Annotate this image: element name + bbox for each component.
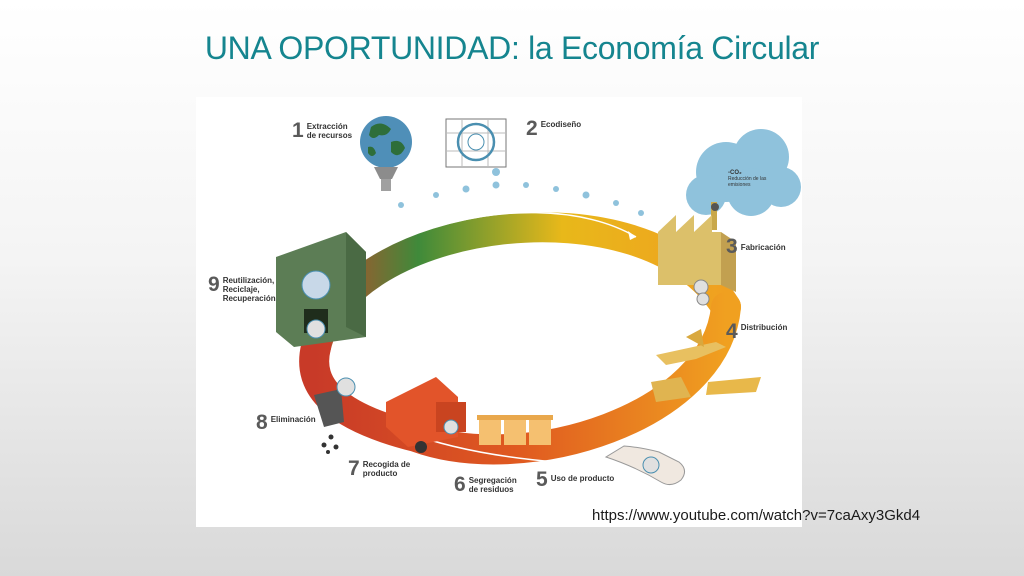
diagram-artwork <box>276 116 801 486</box>
step-number: 5 <box>536 468 548 491</box>
step-3-fabricacion: 3 Fabricación <box>726 235 786 258</box>
step-label: Eliminación <box>270 415 316 424</box>
step-label: Segregación de residuos <box>468 476 517 494</box>
step-9-reutilizacion: 9 Reutilización, Reciclaje, Recuperación <box>208 273 285 303</box>
distribution-vehicles-icon <box>651 329 761 402</box>
step-label: Distribución <box>740 323 788 332</box>
globe-icon <box>360 116 412 191</box>
circular-economy-diagram: 1 Extracción de recursos 2 Ecodiseño 3 F… <box>196 97 802 527</box>
step-number: 2 <box>526 117 538 140</box>
hand-icon <box>604 445 685 486</box>
step-4-distribucion: 4 Distribución <box>726 320 788 343</box>
step-number: 1 <box>292 119 304 142</box>
step-label: Uso de producto <box>550 474 615 483</box>
step-number: 8 <box>256 411 268 434</box>
step-number: 3 <box>726 235 738 258</box>
collection-truck-icon <box>386 377 466 453</box>
co2-title: -CO₂ <box>728 170 742 176</box>
youtube-link[interactable]: https://www.youtube.com/watch?v=7caAxy3G… <box>592 507 921 524</box>
step-8-eliminacion: 8 Eliminación <box>256 411 316 434</box>
ecodesign-sketch-icon <box>445 118 507 168</box>
step-number: 4 <box>726 320 738 343</box>
step-label: Ecodiseño <box>540 120 582 129</box>
step-2-ecodiseno: 2 Ecodiseño <box>526 117 582 140</box>
step-number: 9 <box>208 273 220 296</box>
recycling-building-icon <box>276 232 366 347</box>
step-number: 7 <box>348 457 360 480</box>
segregation-bins-icon <box>477 415 553 445</box>
co2-cloud-text: -CO₂ Reducción de las emisiones <box>728 170 788 188</box>
step-number: 6 <box>454 473 466 496</box>
step-label: Extracción de recursos <box>306 122 353 140</box>
step-1-extraccion: 1 Extracción de recursos <box>292 119 355 142</box>
step-7-recogida: 7 Recogida de producto <box>348 457 413 480</box>
step-label: Recogida de producto <box>362 460 411 478</box>
step-label: Fabricación <box>740 243 786 252</box>
slide-title: UNA OPORTUNIDAD: la Economía Circular <box>204 30 820 66</box>
co2-description: Reducción de las emisiones <box>728 176 767 188</box>
step-label: Reutilización, Reciclaje, Recuperación <box>222 276 276 303</box>
step-5-uso: 5 Uso de producto <box>536 468 615 491</box>
factory-icon <box>658 202 736 306</box>
step-6-segregacion: 6 Segregación de residuos <box>454 473 524 496</box>
cycle-ring-bottom <box>299 292 741 465</box>
disposal-icon <box>314 377 356 454</box>
